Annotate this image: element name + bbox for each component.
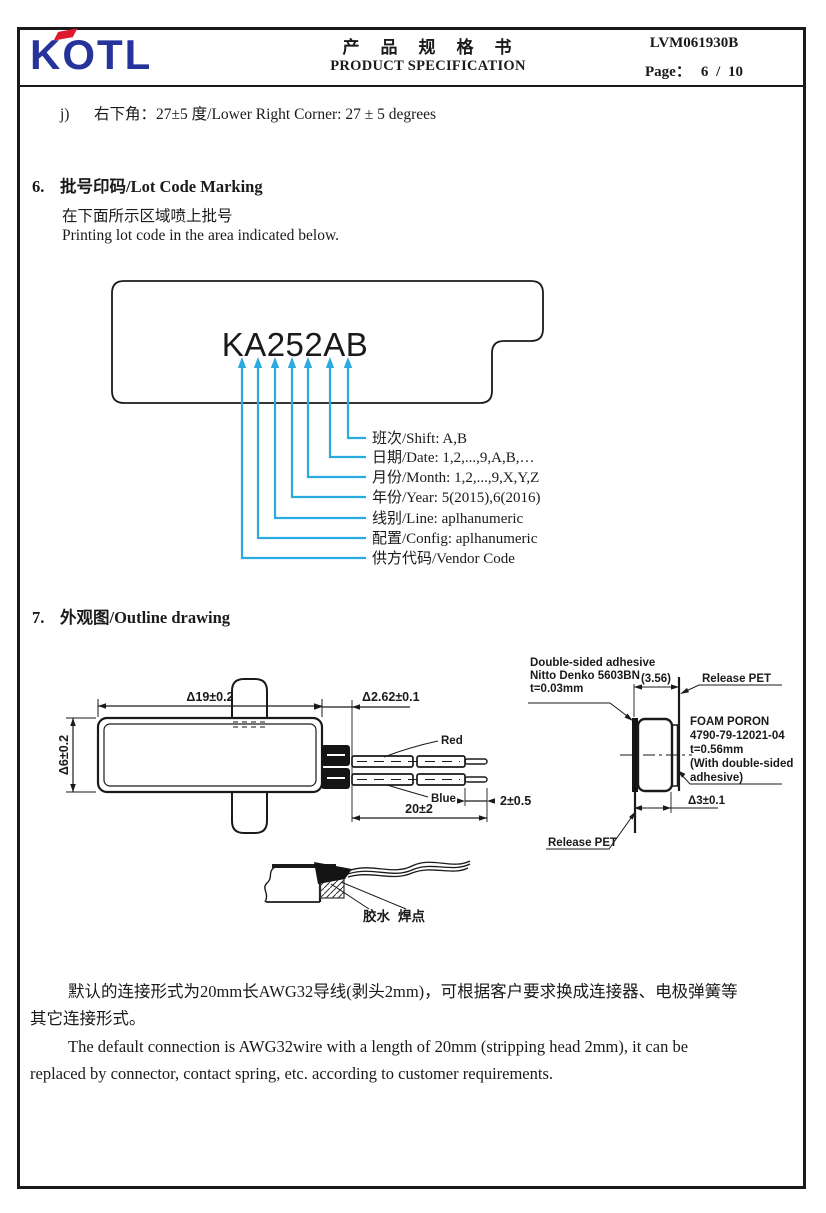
dim-body-height: Δ6±0.2: [57, 735, 71, 775]
svg-text:Double-sided adhesive: Double-sided adhesive: [530, 657, 655, 669]
motor-side-view: (3.56) Double-sided adhesive Nitto Denko…: [528, 657, 793, 850]
note-zh-line2: 其它连接形式。: [30, 1009, 146, 1029]
foam-callout: FOAM PORON 4790-79-12021-04 t=0.56mm (Wi…: [677, 716, 793, 785]
svg-text:Release PET: Release PET: [548, 837, 617, 849]
lot-code-diagram: KA252AB 班次/Shift: A,B 日期/Date: 1,2,...,9…: [111, 280, 544, 567]
svg-text:t=0.56mm: t=0.56mm: [690, 744, 743, 756]
page-label: Page：: [645, 64, 691, 80]
lot-tag-outline: [111, 280, 544, 404]
adhesive-callout: Double-sided adhesive Nitto Denko 5603BN…: [528, 657, 655, 721]
page-indicator: Page： 6 / 10: [628, 60, 760, 81]
blue-wire: [351, 773, 488, 786]
doc-number: LVM061930B: [649, 35, 739, 51]
lot-code-pointer-arrows: [237, 357, 366, 560]
header-divider: [20, 85, 806, 87]
glue-label: 胶水: [363, 908, 390, 924]
adhesive-layer: [632, 718, 638, 792]
wire-strands: [347, 860, 471, 878]
motor-body-inner-line: [103, 723, 317, 787]
legend-shift: 班次/Shift: A,B: [372, 430, 467, 447]
mounting-tab-top: [231, 678, 268, 719]
kotl-logo-text: KOTL: [30, 31, 153, 78]
dim-body-length: Δ19±0.2: [186, 690, 233, 704]
dim-strip-length: 2±0.5: [500, 794, 531, 808]
section7-number: 7.: [32, 608, 45, 627]
section6-title: 批号印码/Lot Code Marking: [60, 177, 263, 196]
section7-heading: 7. 外观图/Outline drawing: [32, 604, 230, 628]
solder-detail-view: 胶水 焊点: [264, 860, 471, 924]
legend-config: 配置/Config: aplhanumeric: [372, 530, 538, 547]
dim-terminal: Δ2.62±0.1: [362, 690, 420, 704]
svg-text:4790-79-12021-04: 4790-79-12021-04: [690, 730, 785, 742]
motor-body-outline: [96, 716, 324, 794]
svg-text:Release PET: Release PET: [702, 673, 771, 685]
lot-code-text: KA252AB: [222, 326, 369, 363]
foam-layer: [671, 724, 679, 787]
mounting-tab-bottom: [231, 791, 268, 834]
red-wire-label: Red: [441, 735, 463, 747]
outline-drawing: Δ19±0.2 Δ2.62±0.1 Δ6±0.2: [57, 657, 793, 924]
motor-top-view: Δ19±0.2 Δ2.62±0.1 Δ6±0.2: [57, 678, 531, 834]
wire-terminals: [321, 745, 350, 789]
item-j-text: 右下角：27±5 度/Lower Right Corner: 27 ± 5 de…: [94, 106, 437, 123]
note-en-line2: replaced by connector, contact spring, e…: [30, 1063, 554, 1083]
kotl-logo: KOTL: [30, 34, 152, 76]
section6-heading: 6. 批号印码/Lot Code Marking: [32, 173, 263, 197]
page-value: 6 / 10: [700, 64, 743, 80]
svg-text:adhesive): adhesive): [690, 772, 743, 784]
section6-desc-zh: 在下面所示区域喷上批号: [62, 208, 233, 225]
doc-title-en: PRODUCT SPECIFICATION: [330, 58, 526, 74]
dim-stack-width: (3.56): [641, 673, 671, 685]
section6-desc-en: Printing lot code in the area indicated …: [62, 227, 340, 244]
lot-code-legend: 班次/Shift: A,B 日期/Date: 1,2,...,9,A,B,… 月…: [372, 430, 540, 567]
page-border: [17, 27, 806, 1189]
solder-label: 焊点: [398, 908, 425, 924]
release-pet-top-callout: Release PET: [680, 673, 782, 694]
dim-wire-length: 20±2: [405, 802, 433, 816]
legend-year: 年份/Year: 5(2015),6(2016): [372, 489, 540, 506]
section6-number: 6.: [32, 177, 45, 196]
svg-text:(With double-sided: (With double-sided: [690, 758, 793, 770]
legend-date: 日期/Date: 1,2,...,9,A,B,…: [372, 449, 535, 466]
note-zh-line1: 默认的连接形式为20mm长AWG32导线(剥头2mm)，可根据客户要求换成连接器…: [68, 982, 738, 1001]
legend-vendor-code: 供方代码/Vendor Code: [372, 550, 515, 567]
connection-note: 默认的连接形式为20mm长AWG32导线(剥头2mm)，可根据客户要求换成连接器…: [30, 978, 802, 1087]
section7-title: 外观图/Outline drawing: [60, 608, 231, 627]
break-line: [264, 865, 278, 903]
item-j-line: j) 右下角：27±5 度/Lower Right Corner: 27 ± 5 …: [60, 102, 436, 124]
glue-blob: [314, 862, 352, 884]
legend-month: 月份/Month: 1,2,...,9,X,Y,Z: [372, 469, 539, 486]
blue-wire-label: Blue: [431, 793, 456, 805]
dim-body-thickness: Δ3±0.1: [688, 795, 726, 807]
item-j-marker: j): [60, 106, 70, 123]
svg-text:Nitto Denko 5603BN: Nitto Denko 5603BN: [530, 670, 640, 682]
svg-text:t=0.03mm: t=0.03mm: [530, 683, 583, 695]
legend-line: 线别/Line: aplhanumeric: [372, 510, 524, 527]
red-wire: [351, 755, 488, 768]
svg-text:FOAM PORON: FOAM PORON: [690, 716, 769, 728]
doc-title-zh: 产 品 规 格 书: [342, 38, 514, 57]
note-en-line1: The default connection is AWG32wire with…: [68, 1036, 689, 1056]
release-pet-bottom-callout: Release PET: [546, 811, 636, 850]
